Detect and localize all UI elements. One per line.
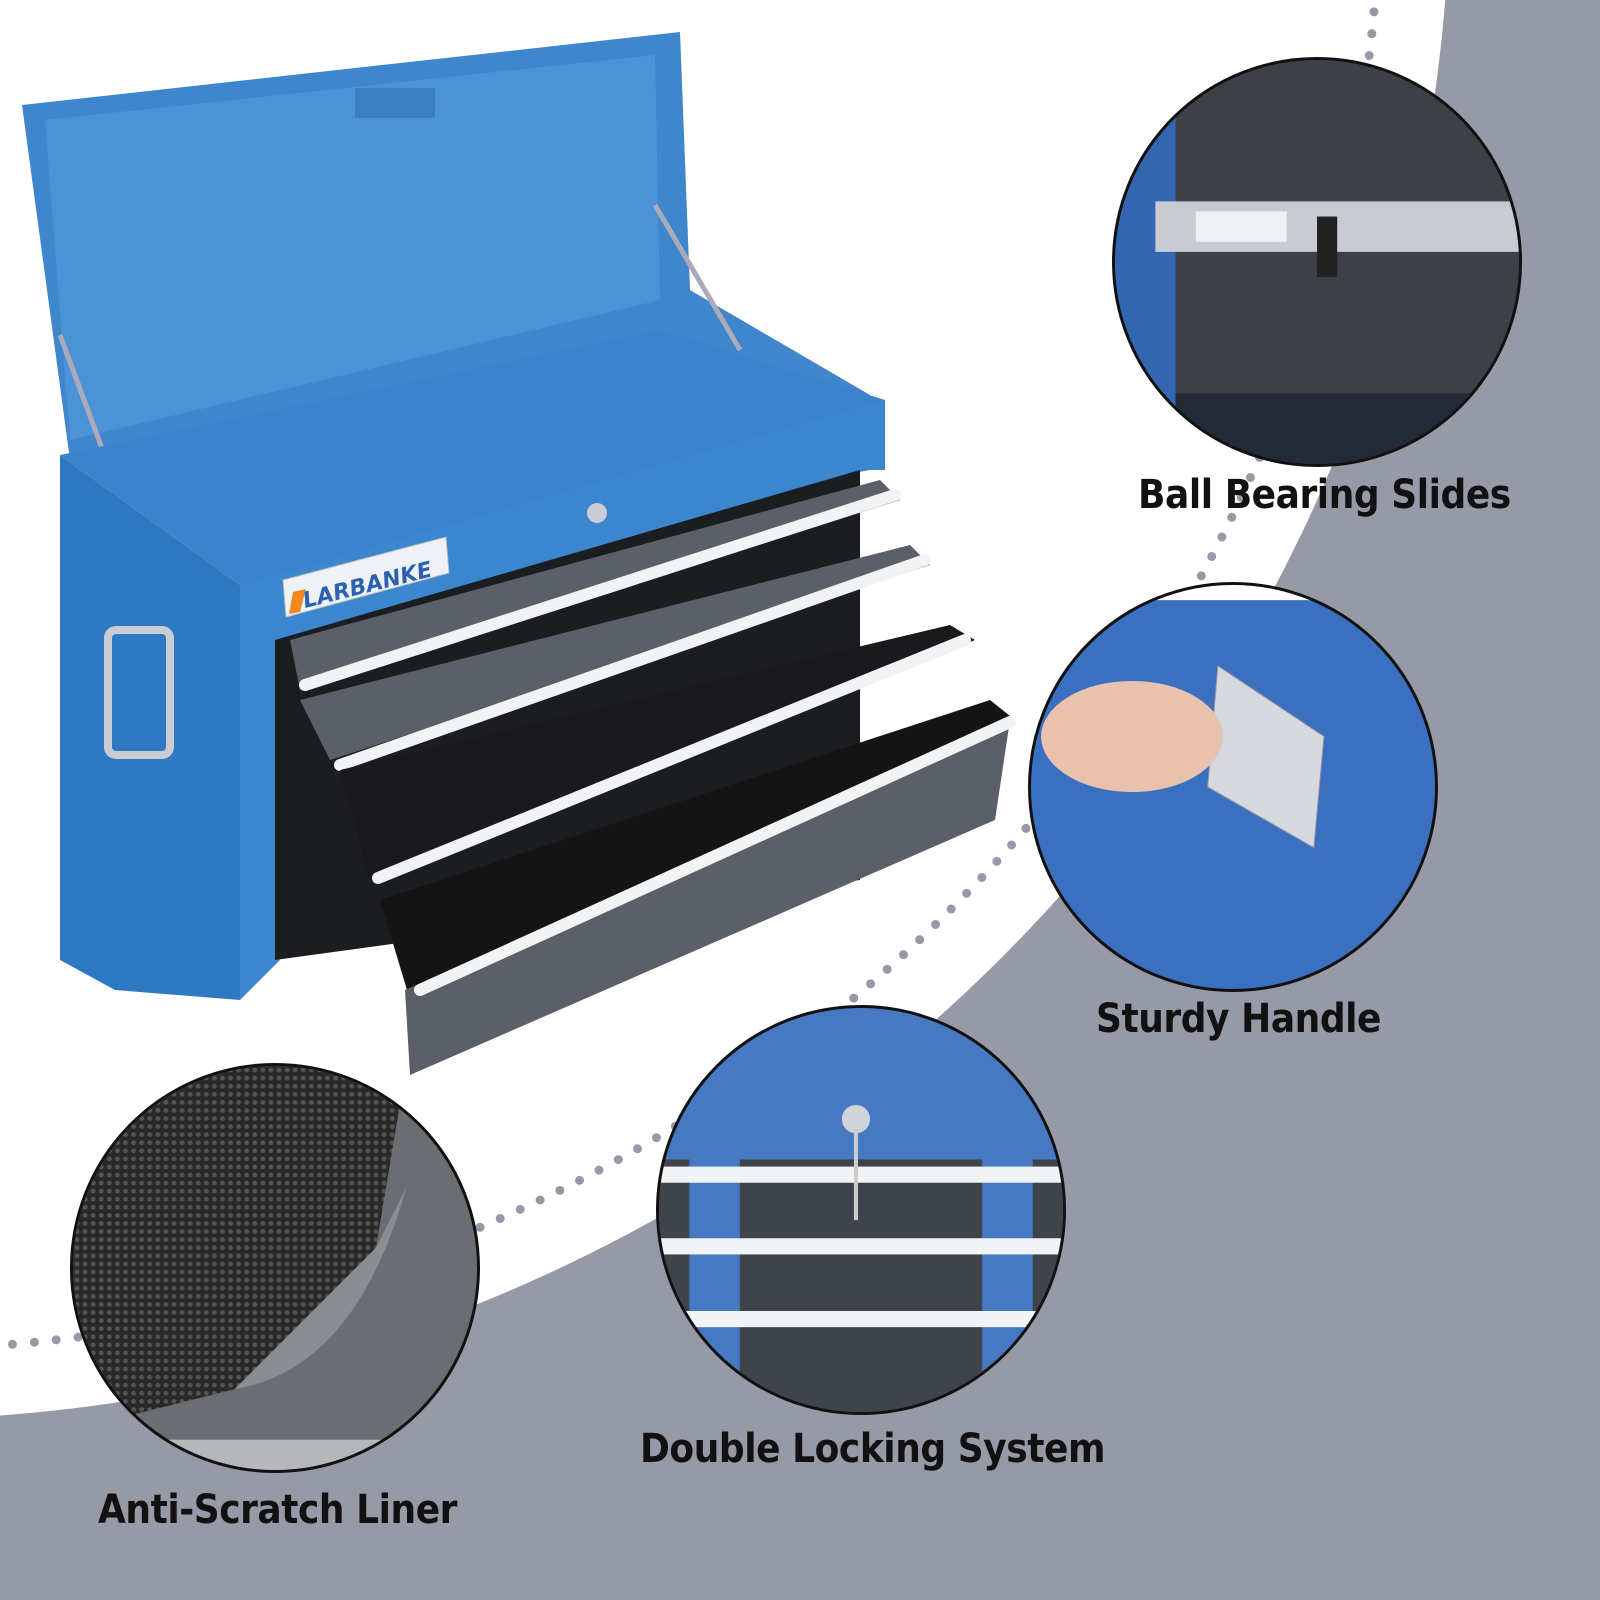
sturdy-handle-label: Sturdy Handle xyxy=(1096,996,1382,1042)
double-locking-system-detail xyxy=(656,1005,1066,1415)
anti-scratch-liner-label: Anti-Scratch Liner xyxy=(98,1487,457,1533)
anti-scratch-liner-detail xyxy=(70,1063,480,1473)
sturdy-handle-detail xyxy=(1028,582,1438,992)
ball-bearing-slides-detail xyxy=(1112,57,1522,467)
double-locking-system-label: Double Locking System xyxy=(640,1426,1106,1472)
ball-bearing-slides-label: Ball Bearing Slides xyxy=(1138,472,1511,518)
